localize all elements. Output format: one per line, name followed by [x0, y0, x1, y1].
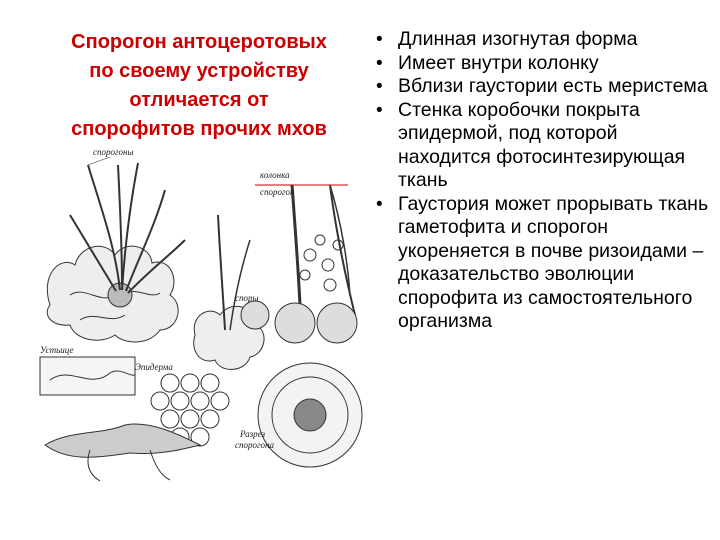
- bullet-item: • Стенка коробочки покрыта эпидермой, под…: [370, 99, 715, 193]
- title-line-1: Спорогон антоцеротовых: [71, 31, 327, 53]
- label-column: колонка: [260, 170, 290, 180]
- anthoceros-illustration: спорогоны колонка спорогон споры Устьице…: [30, 145, 365, 505]
- label-section-2: спорогона: [235, 440, 274, 450]
- bullet-text: Стенка коробочки покрыта эпидермой, под …: [398, 98, 686, 192]
- label-stomata: Устьице: [40, 345, 73, 355]
- bullet-dot-icon: •: [376, 99, 383, 121]
- bullet-text: Длинная изогнутая форма: [398, 28, 638, 50]
- label-section: Разрез: [239, 429, 266, 439]
- slide-title: Спорогон антоцеротовых по своему устройс…: [34, 28, 364, 144]
- bullet-dot-icon: •: [376, 193, 383, 215]
- label-spores: споры: [235, 293, 259, 303]
- botanical-drawing: спорогоны колонка спорогон споры Устьице…: [39, 147, 363, 482]
- bullet-text: Вблизи гаустории есть меристема: [398, 75, 708, 97]
- label-epidermis: Эпидерма: [135, 362, 173, 372]
- bullet-list: • Длинная изогнутая форма • Имеет внутри к…: [370, 28, 715, 334]
- bullet-text: Гаустория может прорывать ткань гаметофи…: [398, 192, 709, 333]
- bullet-item: • Гаустория может прорывать ткань гаметоф…: [370, 193, 715, 334]
- title-line-3: отличается от: [129, 89, 269, 111]
- bullet-dot-icon: •: [376, 29, 383, 50]
- title-line-2: по своему устройству: [89, 60, 309, 82]
- label-sporogons: спорогоны: [93, 147, 134, 157]
- label-sporogon: спорогон: [260, 187, 295, 197]
- bullet-item: • Имеет внутри колонку: [370, 52, 715, 76]
- bullet-dot-icon: •: [376, 76, 383, 97]
- title-line-4: спорофитов прочих мхов: [71, 118, 327, 140]
- bullet-item: • Длинная изогнутая форма: [370, 28, 715, 52]
- bullet-item: • Вблизи гаустории есть меристема: [370, 75, 715, 99]
- bullet-dot-icon: •: [376, 52, 383, 74]
- bullet-text: Имеет внутри колонку: [398, 51, 599, 74]
